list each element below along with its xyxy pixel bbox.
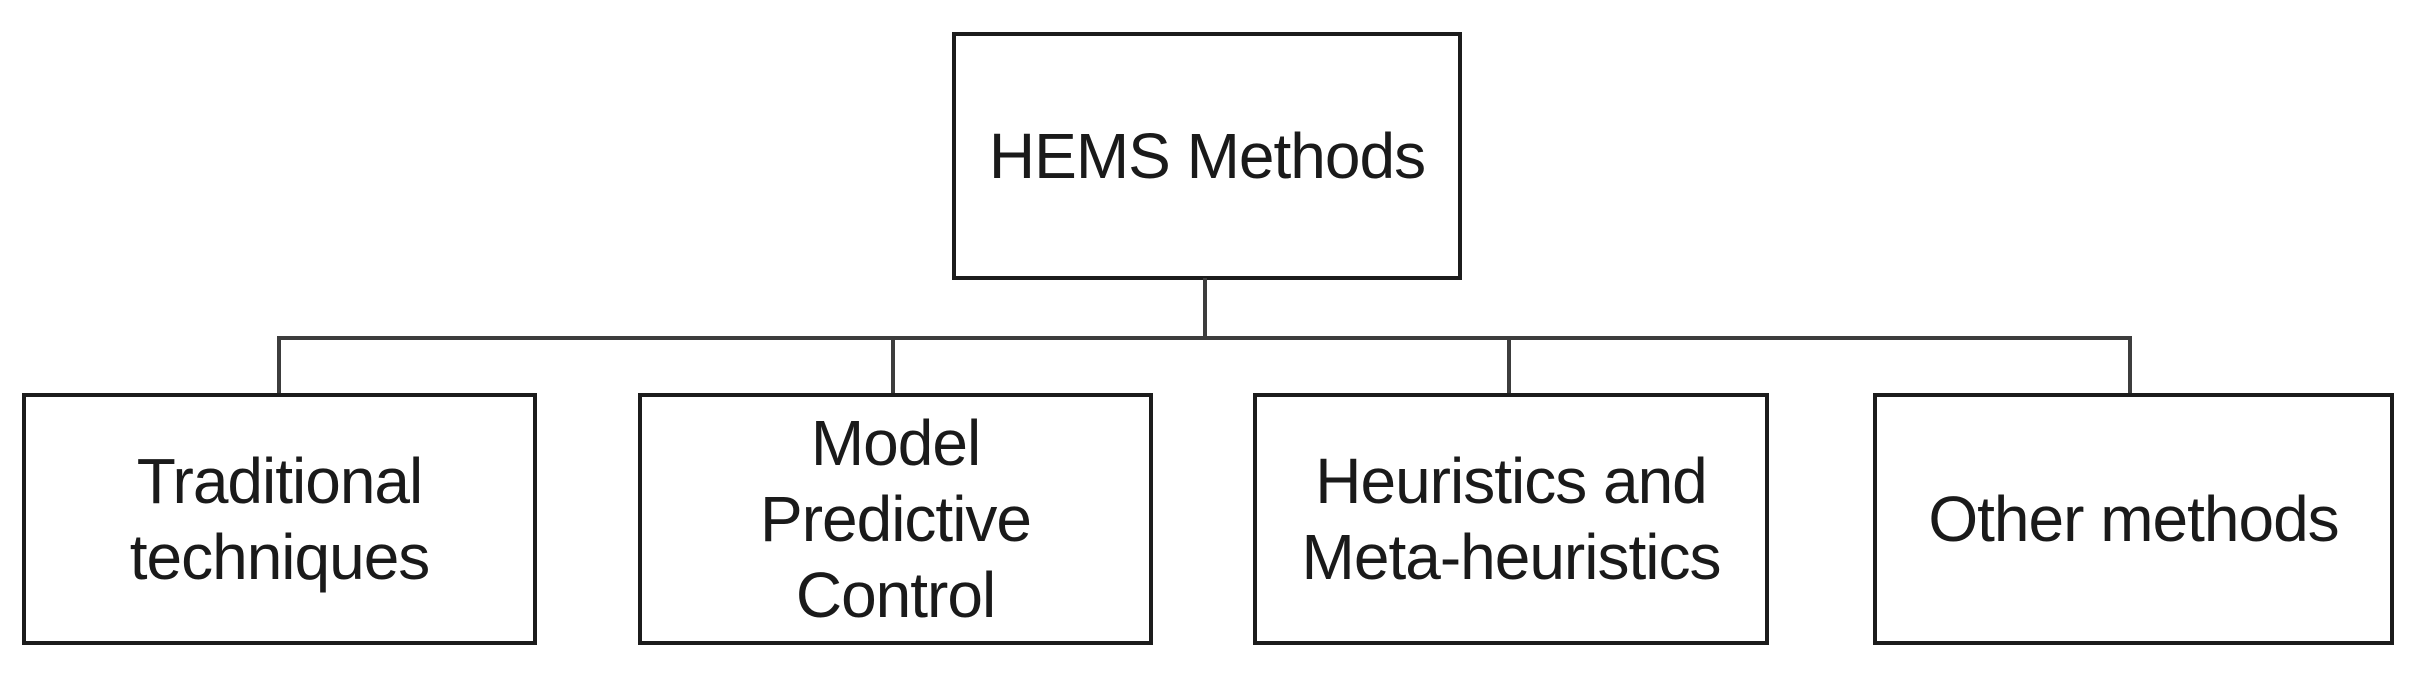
connector-root-stub — [1203, 278, 1207, 338]
node-model-predictive-control-label: Model Predictive Control — [760, 407, 1032, 631]
connector-drop-model-predictive — [891, 336, 895, 394]
node-traditional-techniques-label: Traditional techniques — [129, 445, 431, 593]
node-model-predictive-control: Model Predictive Control — [638, 393, 1153, 645]
connector-drop-heuristics — [1507, 336, 1511, 394]
node-hems-methods-label: HEMS Methods — [988, 120, 1426, 192]
connector-drop-other-methods — [2128, 336, 2132, 394]
node-traditional-techniques: Traditional techniques — [22, 393, 537, 645]
node-other-methods-label: Other methods — [1928, 483, 2339, 555]
node-heuristics-meta-heuristics-label: Heuristics and Meta-heuristics — [1301, 445, 1722, 593]
connector-drop-traditional — [277, 336, 281, 394]
connector-horizontal-rail — [277, 336, 2132, 340]
node-hems-methods: HEMS Methods — [952, 32, 1462, 280]
node-other-methods: Other methods — [1873, 393, 2394, 645]
node-heuristics-meta-heuristics: Heuristics and Meta-heuristics — [1253, 393, 1769, 645]
